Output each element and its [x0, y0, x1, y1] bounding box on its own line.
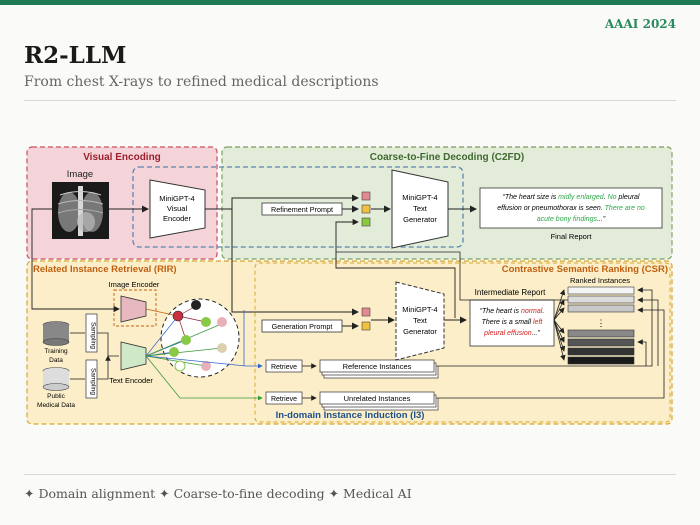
sampling-label-2: Sampling [90, 368, 97, 395]
arrow-embedding-to-retrieve-2 [145, 355, 263, 401]
embedding-node-7 [201, 361, 211, 371]
ranked-return-lines [438, 287, 665, 399]
visual-encoder-line1: MiniGPT-4 [159, 194, 194, 203]
embedding-node-query [172, 310, 184, 322]
public-data-label-2: Medical Data [37, 402, 75, 409]
text-generator-bottom-block [395, 281, 445, 361]
embedding-node-3 [217, 317, 227, 327]
top-accent-bar [0, 0, 700, 5]
intermediate-report-line3: pleural effusion...” [483, 330, 540, 337]
intermediate-report-line1: “The heart is normal. [480, 308, 545, 315]
c2fd-title: Coarse-to-Fine Decoding (C2FD) [370, 152, 524, 163]
retrieve-label-2: Retrieve [271, 396, 297, 403]
refinement-prompt-label: Refinement Prompt [271, 205, 333, 214]
training-data-label-2: Data [49, 357, 63, 364]
text-generator-bottom-line2: Text [413, 316, 428, 325]
arrow-embedding-to-retrieve-1 [145, 355, 263, 369]
final-report-box [479, 187, 663, 229]
public-data-database [42, 367, 70, 391]
intermediate-report-label: Intermediate Report [475, 288, 546, 297]
arrow-ranked-to-top-generator [336, 251, 568, 301]
text-generator-bottom-line3: Generator [403, 327, 437, 336]
bottom-token-prompt [361, 321, 371, 331]
text-generator-top-line3: Generator [403, 215, 437, 224]
embedding-node-5 [169, 347, 179, 357]
unrelated-instances-label: Unrelated Instances [344, 394, 411, 403]
final-report-text-line1: “The heart size is midly enlarged. No pl… [503, 194, 640, 201]
visual-encoder-line2: Visual [167, 204, 188, 213]
unrelated-instances-stack [319, 391, 439, 411]
rir-title: Related Instance Retrieval (RIR) [33, 264, 177, 275]
visual-encoding-title: Visual Encoding [83, 152, 161, 163]
text-generator-top-line2: Text [413, 204, 428, 213]
embedding-node-6 [217, 343, 227, 353]
text-encoder-label: Text Encoder [109, 376, 153, 385]
footer-divider [24, 474, 676, 475]
bottom-token-visual [361, 307, 371, 317]
top-token-visual [361, 191, 371, 201]
embedding-node-2 [201, 317, 211, 327]
page-title: R2-LLM [24, 42, 127, 69]
arrow-encoder-to-top-tokens [205, 194, 359, 210]
footer-keywords: ✦ Domain alignment ✦ Coarse-to-fine deco… [24, 486, 412, 501]
text-generator-top-block [391, 169, 449, 249]
csr-panel [254, 262, 671, 423]
ranked-instances-label: Ranked Instances [570, 276, 630, 285]
i3-title: In-domain Instance Induction (I3) [276, 410, 425, 421]
arrow-intermediate-feedback [335, 218, 456, 318]
arrow-image-to-image-encoder [31, 208, 120, 313]
public-data-label-1: Public [47, 393, 65, 400]
final-report-text-line2: effusion or pneumothorax is seen. There … [497, 205, 645, 212]
page-subtitle: From chest X-rays to refined medical des… [24, 74, 379, 90]
text-generator-top-line1: MiniGPT-4 [402, 193, 437, 202]
intermediate-report-box [469, 299, 555, 347]
intermediate-report-line2: There is a small left [482, 319, 544, 326]
image-encoder-block [120, 295, 147, 323]
arrow-encoder-to-bottom-tokens [231, 209, 359, 316]
embedding-node-1 [191, 300, 201, 310]
final-report-label: Final Report [551, 232, 593, 241]
visual-encoder-line3: Encoder [163, 214, 191, 223]
embedding-node-4 [181, 335, 191, 345]
top-token-prompt [361, 204, 371, 214]
text-generator-bottom-line1: MiniGPT-4 [402, 305, 437, 314]
ranked-ellipsis: ⋮ [597, 318, 606, 328]
header-divider [24, 100, 676, 101]
chest-xray-image [52, 182, 109, 239]
sampling-label-1: Sampling [90, 322, 97, 349]
text-encoder-block [120, 341, 147, 371]
arrow-sampling-to-text-encoder [97, 332, 119, 380]
ranked-input-arrows [553, 289, 566, 361]
reference-instances-stack [319, 359, 439, 379]
top-token-instance [361, 217, 371, 227]
image-label: Image [67, 169, 93, 180]
training-data-label-1: Training [44, 348, 68, 355]
final-report-text-line3: acute bony findings...” [537, 216, 606, 223]
image-encoder-label: Image Encoder [109, 280, 160, 289]
csr-title: Contrastive Semantic Ranking (CSR) [502, 264, 668, 275]
ranked-instances-stack [567, 286, 635, 365]
embedding-node-8 [174, 360, 186, 372]
visual-encoder-block [149, 179, 206, 239]
retrieve-label-1: Retrieve [271, 364, 297, 371]
venue-label: AAAI 2024 [604, 17, 676, 31]
generation-prompt-label: Generation Prompt [272, 322, 333, 331]
training-data-database [42, 321, 70, 346]
shared-llm-region [132, 166, 464, 248]
reference-instances-label: Reference Instances [343, 362, 412, 371]
